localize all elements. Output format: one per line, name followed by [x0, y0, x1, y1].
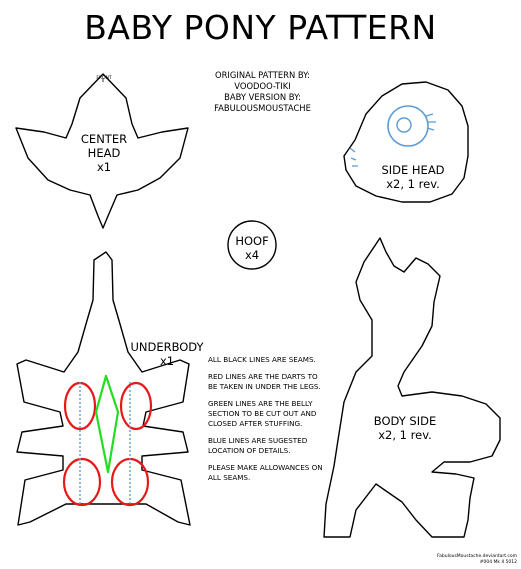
credit-line: BABY VERSION BY:	[224, 92, 301, 102]
credit-line: ORIGINAL PATTERN BY:	[215, 70, 310, 80]
piece-qty: x1	[96, 160, 112, 174]
note-belly: GREEN LINES ARE THE BELLY SECTION TO BE …	[208, 399, 317, 428]
front-mark: FRONT	[96, 76, 112, 81]
nostril-marks	[349, 147, 358, 167]
hoof-label: HOOF x4	[227, 234, 277, 262]
piece-qty: x2, 1 rev.	[378, 428, 432, 442]
body-side-piece	[323, 237, 501, 538]
center-head-label: CENTER HEAD x1	[64, 132, 144, 174]
belly-cutout	[94, 374, 120, 474]
dart-upper-right	[119, 381, 153, 431]
footer-url: FabulousMoustache.deviantart.com	[436, 554, 517, 559]
credit-line: FABULOUSMOUSTACHE	[214, 103, 311, 113]
center-head-piece	[15, 73, 189, 229]
eye-pupil	[396, 117, 412, 133]
eye-outline	[387, 105, 429, 147]
piece-name: SIDE HEAD	[381, 163, 445, 177]
note-darts: RED LINES ARE THE DARTS TO BE TAKEN IN U…	[208, 372, 321, 391]
piece-name: UNDERBODY	[130, 340, 204, 354]
side-head-label: SIDE HEAD x2, 1 rev.	[368, 163, 458, 191]
page-title: BABY PONY PATTERN	[84, 8, 437, 47]
hoof-piece	[227, 220, 277, 270]
footer-version: #004 Mk II 5012	[479, 560, 517, 565]
note-allowances: PLEASE MAKE ALLOWANCES ON ALL SEAMS.	[208, 463, 323, 482]
eyelash-marks	[425, 113, 436, 131]
piece-qty: x2, 1 rev.	[386, 177, 440, 191]
piece-qty: x4	[244, 248, 260, 262]
underbody-label: UNDERBODY x1	[122, 340, 212, 368]
note-details: BLUE LINES ARE SUGESTED LOCATION OF DETA…	[208, 436, 308, 455]
underbody-piece	[16, 251, 191, 526]
piece-name: CENTER HEAD	[80, 132, 128, 160]
piece-name: HOOF	[235, 234, 269, 248]
credit-line: VOODOO-TIKI	[234, 81, 291, 91]
side-head-piece	[343, 81, 469, 203]
note-seams: ALL BLACK LINES ARE SEAMS.	[208, 355, 316, 364]
body-side-label: BODY SIDE x2, 1 rev.	[355, 414, 455, 442]
footer: FabulousMoustache.deviantart.com #004 Mk…	[437, 554, 517, 566]
instructions: ALL BLACK LINES ARE SEAMS. RED LINES ARE…	[208, 355, 328, 490]
piece-name: BODY SIDE	[373, 414, 437, 428]
credits: ORIGINAL PATTERN BY: VOODOO-TIKI BABY VE…	[195, 70, 330, 114]
piece-qty: x1	[159, 354, 175, 368]
dart-lower-left	[62, 457, 102, 507]
